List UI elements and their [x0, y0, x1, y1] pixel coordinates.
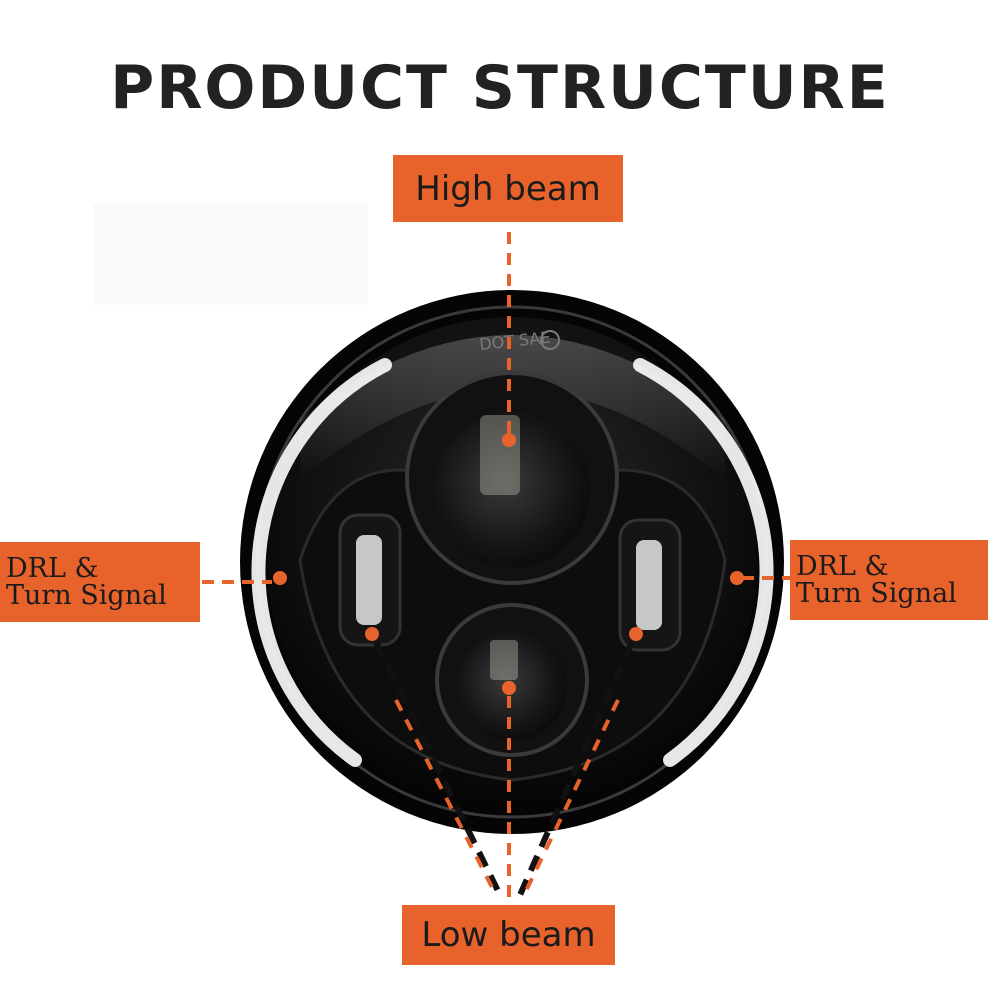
leader-low-beam-right-black — [517, 640, 635, 897]
dot-drl-right — [730, 571, 744, 585]
lens-glare — [300, 335, 725, 480]
label-drl-turn-signal-right: DRL & Turn Signal — [790, 540, 988, 620]
dot-low-turn-right — [629, 627, 643, 641]
label-low-beam: Low beam — [402, 905, 615, 965]
marking-badge-icon — [540, 330, 560, 350]
label-drl-left-line1: DRL & — [6, 553, 99, 584]
label-drl-turn-signal-left: DRL & Turn Signal — [0, 542, 200, 622]
label-high-beam: High beam — [393, 155, 623, 222]
low-beam-led-chip — [490, 640, 518, 680]
blank-placeholder-area — [93, 203, 368, 305]
dot-low-turn-left — [365, 627, 379, 641]
dot-drl-left — [273, 571, 287, 585]
label-drl-right-line1: DRL & — [796, 551, 889, 582]
drl-led-right — [636, 540, 662, 630]
label-drl-left-line2: Turn Signal — [6, 580, 167, 611]
high-beam-lens — [434, 412, 590, 568]
drl-led-left — [356, 535, 382, 625]
label-drl-right-line2: Turn Signal — [796, 578, 957, 609]
dot-high-beam — [502, 433, 516, 447]
dot-low-beam — [502, 681, 516, 695]
leader-low-beam-left-orange — [394, 699, 498, 896]
leader-low-beam-left-black — [373, 640, 503, 897]
page-title: PRODUCT STRUCTURE — [110, 53, 890, 123]
high-beam-led-chip — [480, 415, 520, 495]
leader-low-beam-right-orange — [522, 699, 620, 896]
